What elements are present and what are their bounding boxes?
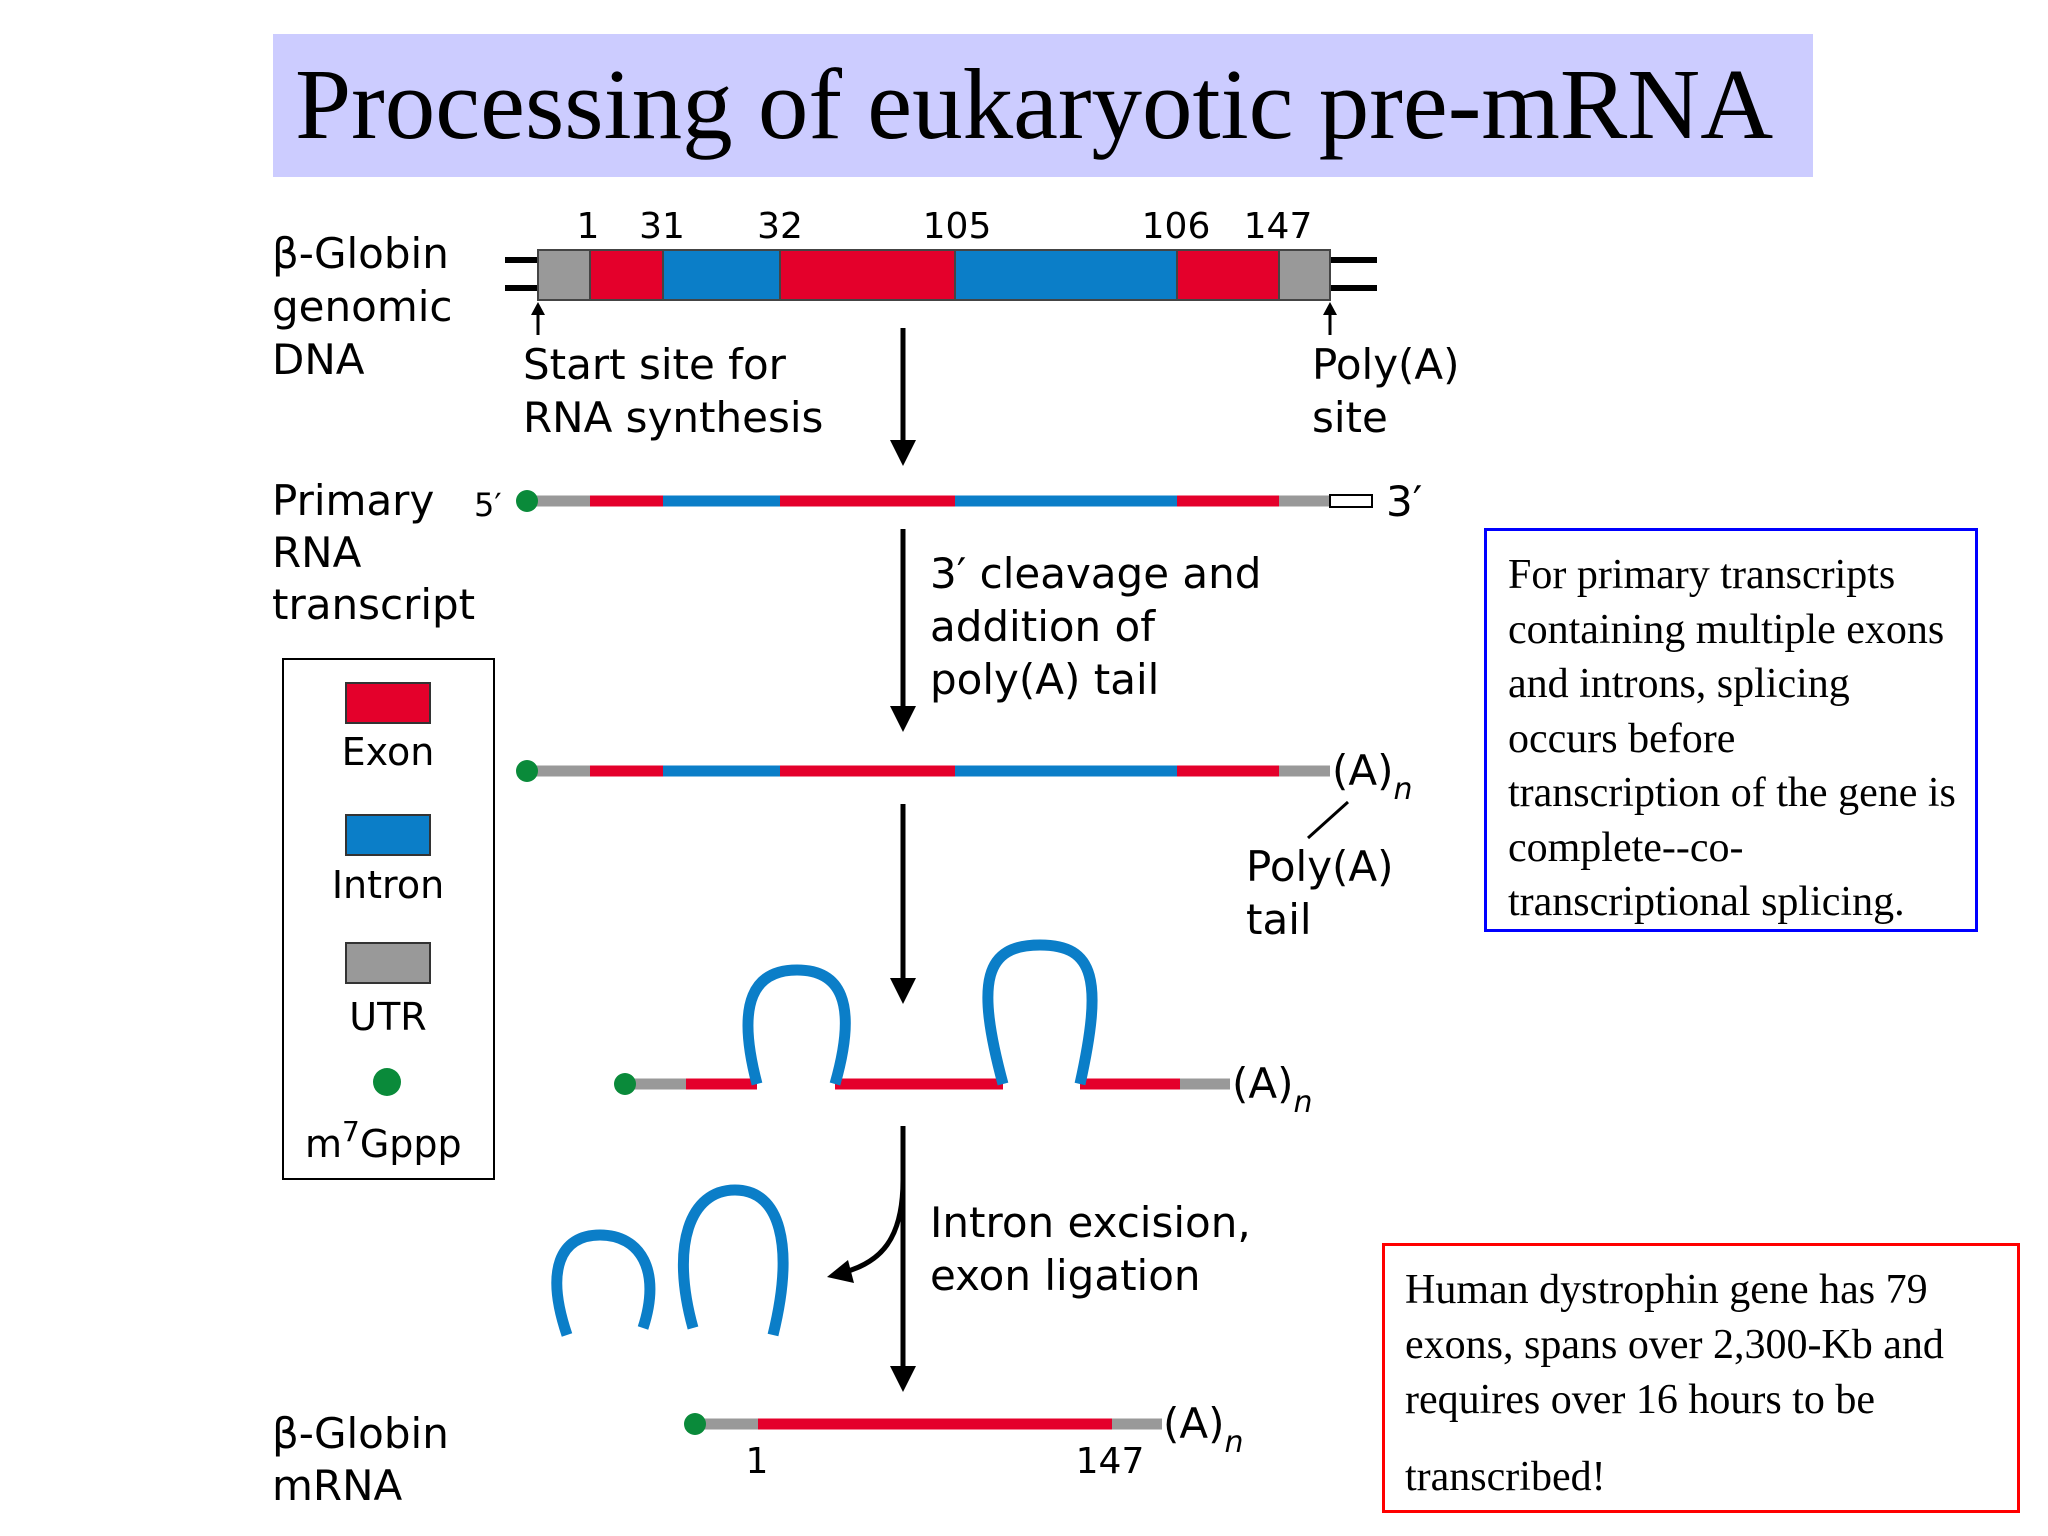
- legend-intron-label: Intron: [332, 863, 444, 907]
- polya-tail-label: Poly(A) tail: [1246, 842, 1407, 944]
- legend-intron-swatch: [345, 814, 431, 856]
- step-excision-label: Intron excision, exon ligation: [930, 1198, 1264, 1300]
- legend-utr-label: UTR: [349, 995, 426, 1039]
- dna-intron-2: [954, 249, 1178, 301]
- start-site-line1: Start site for: [523, 340, 787, 389]
- legend-exon-label: Exon: [342, 730, 435, 774]
- label-primary-transcript: Primary RNA transcript: [272, 476, 475, 629]
- polya-an-label-1: (A)n: [1332, 746, 1413, 807]
- cap-circle-4: [684, 1413, 706, 1435]
- polya-tail-pointer: [1306, 800, 1350, 840]
- legend-exon-swatch: [345, 682, 431, 724]
- legend-utr-swatch: [345, 942, 431, 984]
- position-31: 31: [639, 206, 685, 247]
- polya-tail-line1: Poly(A): [1246, 842, 1394, 891]
- polya-tail-line2: tail: [1246, 895, 1312, 944]
- step-excision-line1: Intron excision,: [930, 1198, 1251, 1247]
- dystrophin-text: Human dystrophin gene has 79 exons, span…: [1405, 1267, 1944, 1423]
- looped-transcript: [614, 939, 1230, 1095]
- dna-exon-3: [1176, 249, 1280, 301]
- dystrophin-text-last: transcribed!: [1405, 1454, 1606, 1500]
- step-cleavage-label: 3′ cleavage and addition of poly(A) tail: [930, 549, 1275, 704]
- legend-cap-sup: 7: [342, 1115, 360, 1148]
- label-genomic-dna: β-Globin genomic DNA: [272, 229, 466, 384]
- down-arrow-4: [827, 1126, 916, 1392]
- an1-sub: n: [1394, 772, 1413, 807]
- intron-loop-2: [982, 939, 1098, 1086]
- mrna-start-position: 1: [746, 1441, 769, 1482]
- legend-cap-dot: [373, 1068, 401, 1096]
- excised-intron-2: [677, 1184, 789, 1337]
- an3-sub: n: [1225, 1425, 1244, 1460]
- cotranscriptional-callout: For primary transcripts containing multi…: [1484, 528, 1978, 932]
- an2-base: (A): [1232, 1059, 1294, 1108]
- cap-circle-1: [516, 490, 538, 512]
- label-genomic-dna-line1: β-Globin: [272, 229, 449, 278]
- down-arrow-3: [890, 804, 916, 1004]
- polya-an-label-3: (A)n: [1163, 1399, 1244, 1460]
- an1-base: (A): [1332, 746, 1394, 795]
- three-prime-label: 3′: [1386, 477, 1422, 526]
- dna-intron-1: [662, 249, 781, 301]
- down-arrow-1: [890, 328, 916, 466]
- label-mrna-line2: mRNA: [272, 1461, 403, 1510]
- position-105: 105: [923, 206, 992, 247]
- dna-exon-1: [589, 249, 664, 301]
- an2-sub: n: [1294, 1085, 1313, 1120]
- step-cleavage-line2: addition of: [930, 602, 1156, 651]
- cap-circle-3: [614, 1073, 636, 1095]
- position-1: 1: [577, 206, 600, 247]
- genomic-dna-bar: [505, 249, 1377, 301]
- mature-mrna-line: [684, 1413, 1162, 1435]
- start-site-line2: RNA synthesis: [523, 393, 823, 442]
- dna-utr-3: [1278, 249, 1331, 301]
- legend: Exon Intron UTR m7Gppp: [282, 658, 495, 1180]
- label-mrna-line1: β-Globin: [272, 1409, 449, 1458]
- label-genomic-dna-line3: DNA: [272, 335, 365, 384]
- page-title: Processing of eukaryotic pre-mRNA: [295, 48, 1774, 160]
- down-arrow-2: [890, 529, 916, 732]
- dna-utr-5: [537, 249, 591, 301]
- dna-exon-2: [779, 249, 956, 301]
- step-cleavage-line1: 3′ cleavage and: [930, 549, 1261, 598]
- label-primary-transcript-line1: Primary: [272, 476, 434, 525]
- polyadenylated-transcript-line: [516, 760, 1330, 782]
- cotranscriptional-text: For primary transcripts containing multi…: [1508, 552, 1956, 925]
- an3-base: (A): [1163, 1399, 1225, 1448]
- polya-site-line2: site: [1312, 393, 1388, 442]
- mrna-end-position: 147: [1076, 1441, 1145, 1482]
- polya-site-line1: Poly(A): [1312, 340, 1460, 389]
- five-prime-label: 5′: [474, 486, 502, 524]
- cap-circle-2: [516, 760, 538, 782]
- start-site-arrow: [531, 302, 545, 335]
- legend-cap-label: m7Gppp: [305, 1115, 462, 1166]
- position-32: 32: [757, 206, 803, 247]
- excised-intron-1: [551, 1229, 656, 1337]
- label-primary-transcript-line3: transcript: [272, 580, 475, 629]
- dystrophin-callout: Human dystrophin gene has 79 exons, span…: [1382, 1243, 2020, 1513]
- legend-cap-m: m: [305, 1122, 342, 1166]
- label-genomic-dna-line2: genomic: [272, 282, 453, 331]
- position-106: 106: [1142, 206, 1211, 247]
- legend-cap-rest: Gppp: [360, 1122, 462, 1166]
- step-excision-line2: exon ligation: [930, 1251, 1201, 1300]
- polya-site-arrow: [1323, 302, 1337, 335]
- step-cleavage-line3: poly(A) tail: [930, 655, 1159, 704]
- primary-transcript-line: [516, 490, 1373, 512]
- label-primary-transcript-line2: RNA: [272, 528, 362, 577]
- start-site-label: Start site for RNA synthesis: [523, 340, 823, 442]
- polya-site-label: Poly(A) site: [1312, 340, 1473, 442]
- intron-loop-1: [742, 964, 851, 1086]
- position-147: 147: [1244, 206, 1313, 247]
- polya-an-label-2: (A)n: [1232, 1059, 1313, 1120]
- title-banner: [273, 34, 1813, 177]
- label-mrna: β-Globin mRNA: [272, 1409, 462, 1510]
